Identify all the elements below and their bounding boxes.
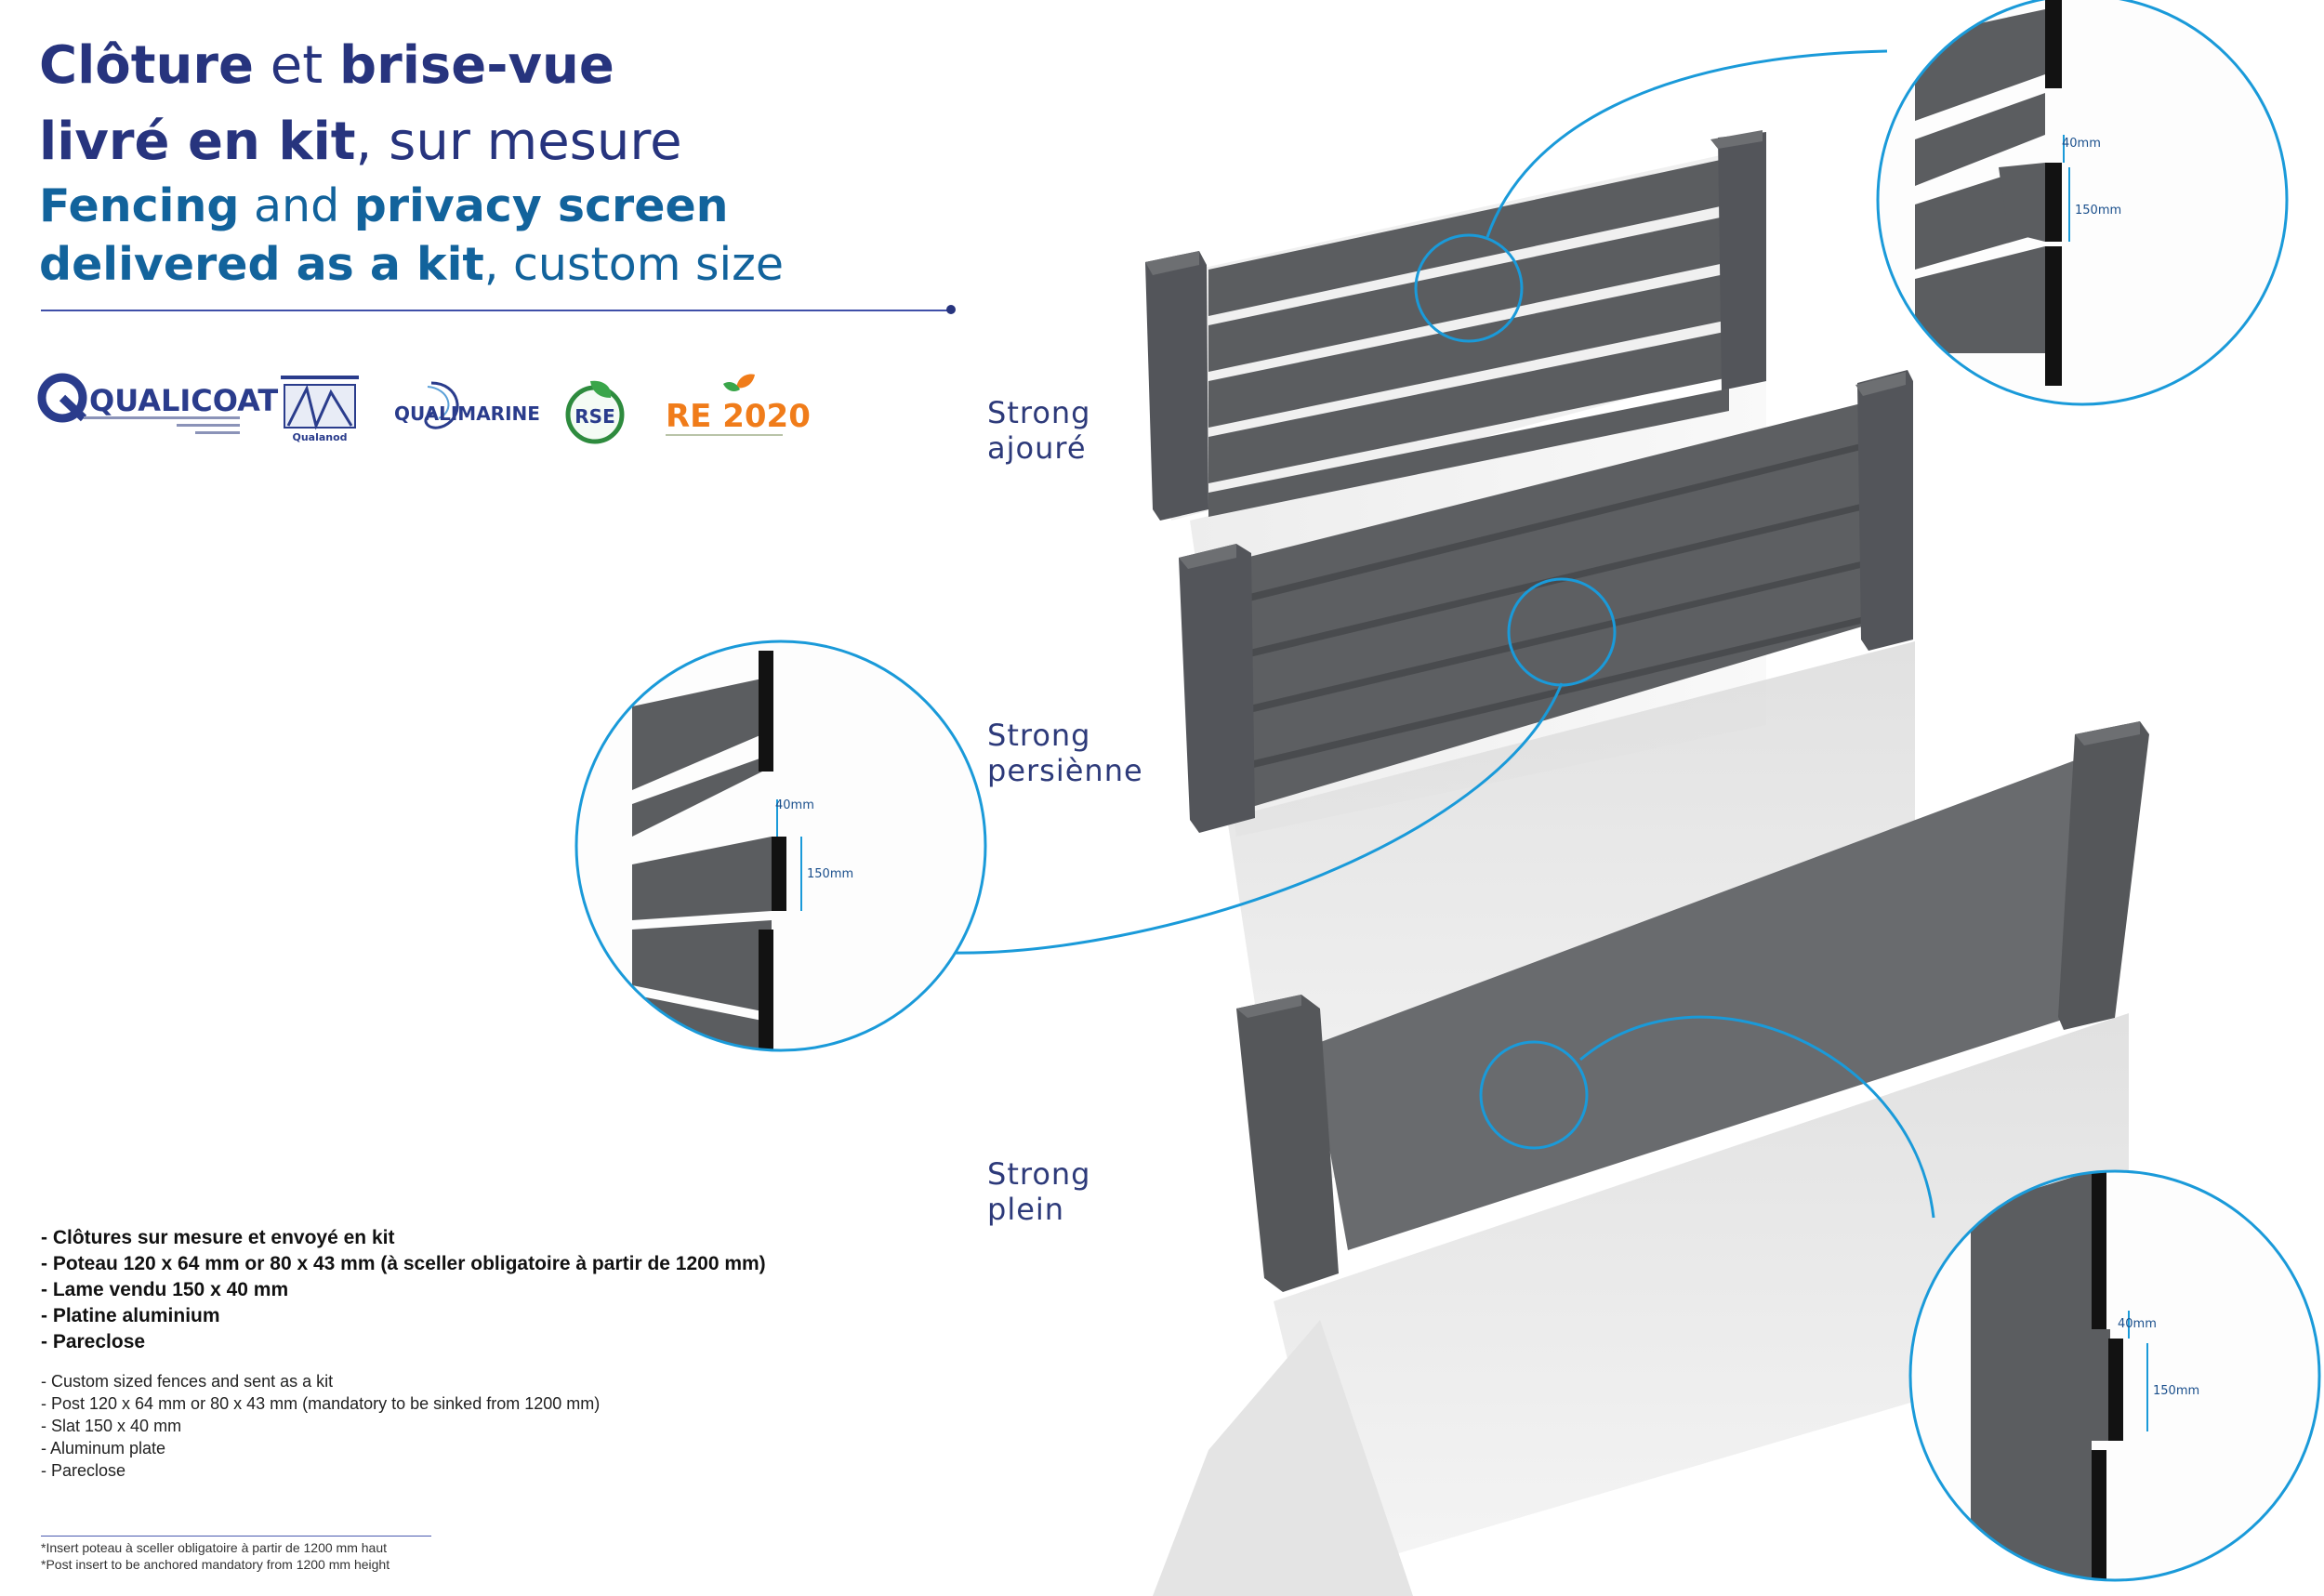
qualanod-logo: Qualanod: [281, 376, 359, 443]
qualicoat-logo: QUALICOAT: [37, 373, 278, 434]
qualimarine-text: QUALIMARINE: [394, 402, 540, 425]
spec-line: - Aluminum plate: [41, 1439, 166, 1458]
re2020-text: RE 2020: [666, 398, 811, 435]
spec-line: - Clôtures sur mesure et envoyé en kit: [41, 1227, 395, 1248]
footnote: *Insert poteau à sceller obligatoire à p…: [41, 1540, 387, 1555]
label-strong-ajoure: Strong ajouré: [987, 395, 1090, 466]
footnote-divider: [41, 1536, 431, 1537]
qualanod-text: Qualanod: [292, 431, 347, 443]
callout-lines: [947, 49, 1935, 1219]
spec-line: - Lame vendu 150 x 40 mm: [41, 1279, 289, 1300]
spec-line: - Slat 150 x 40 mm: [41, 1417, 182, 1435]
label-strong-plein: Strong plein: [987, 1156, 1090, 1227]
footnote: *Post insert to be anchored mandatory fr…: [41, 1557, 390, 1572]
header-divider: [41, 310, 952, 311]
footnotes: *Insert poteau à sceller obligatoire à p…: [41, 1539, 390, 1573]
dim-height: 150mm: [807, 867, 853, 881]
dim-gap: 40mm: [2118, 1317, 2157, 1331]
spec-line: - Post 120 x 64 mm or 80 x 43 mm (mandat…: [41, 1394, 601, 1413]
fence-plein: [1236, 721, 2149, 1292]
subtitle-word: delivered as a kit: [39, 238, 484, 291]
detail-circle-middle: 40mm 150mm: [574, 640, 987, 1052]
dim-height: 150mm: [2153, 1384, 2199, 1398]
title-word: brise-vue: [339, 35, 614, 96]
label-strong-persienne: Strong persiènne: [987, 718, 1143, 788]
label-line: Strong: [987, 395, 1091, 430]
label-line: persiènne: [987, 753, 1143, 788]
qualimarine-logo: QUALIMARINE: [394, 381, 540, 429]
subtitle-word: privacy screen: [353, 179, 729, 232]
detail-circle-top: 40mm 150mm: [1876, 0, 2289, 406]
title-word: Clôture: [39, 35, 254, 96]
title-word: livré en kit: [39, 112, 356, 172]
subtitle-word: , custom size: [483, 238, 785, 291]
page-title-fr: Clôture et brise-vue livré en kit, sur m…: [39, 28, 682, 180]
spec-line: - Custom sized fences and sent as a kit: [41, 1372, 334, 1391]
rse-text: RSE: [574, 405, 614, 428]
spec-line: - Pareclose: [41, 1331, 146, 1352]
dim-height: 150mm: [2075, 204, 2121, 218]
label-line: Strong: [987, 1156, 1091, 1192]
divider-dot: [946, 305, 956, 314]
re2020-logo: RE 2020: [666, 374, 811, 436]
detail-circle-bottom: 40mm 150mm: [1908, 1169, 2321, 1582]
spec-line: - Platine aluminium: [41, 1305, 220, 1326]
dim-gap: 40mm: [775, 798, 814, 812]
label-line: plein: [987, 1192, 1065, 1227]
page-subtitle-en: Fencing and privacy screen delivered as …: [39, 177, 784, 294]
title-word: et: [254, 35, 340, 96]
fence-ajoure: [1145, 130, 1766, 521]
spec-line: - Poteau 120 x 64 mm or 80 x 43 mm (à sc…: [41, 1253, 766, 1274]
label-line: Strong: [987, 718, 1091, 753]
specs-french: - Clôtures sur mesure et envoyé en kit -…: [41, 1225, 766, 1355]
dim-gap: 40mm: [2062, 137, 2101, 151]
subtitle-word: and: [239, 179, 354, 232]
rse-logo: RSE: [565, 380, 625, 444]
specs-english: - Custom sized fences and sent as a kit …: [41, 1370, 600, 1482]
title-word: , sur mesure: [355, 112, 682, 172]
spec-line: - Pareclose: [41, 1461, 126, 1480]
label-line: ajouré: [987, 430, 1087, 466]
subtitle-word: Fencing: [39, 179, 240, 232]
qualicoat-text: QUALICOAT: [89, 383, 278, 418]
